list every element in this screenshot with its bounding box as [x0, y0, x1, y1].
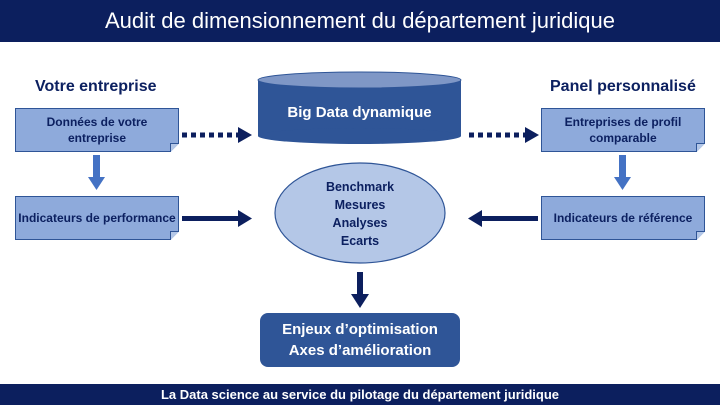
box-label: Entreprises de profil comparable — [564, 114, 682, 145]
result-box-shape — [260, 313, 460, 367]
arrow-down-left — [88, 155, 105, 190]
box-label: Données de votre entreprise — [46, 114, 148, 145]
result-box: Enjeux d’optimisation Axes d’amélioratio… — [260, 313, 460, 367]
arrow-down-center — [351, 272, 369, 308]
right-heading: Panel personnalisé — [550, 78, 696, 95]
ellipse-item: Ecarts — [340, 234, 380, 248]
ellipse-item: Benchmark — [325, 180, 395, 194]
reference-indicators-box: Indicateurs de référence — [541, 196, 705, 240]
ellipse-text: Benchmark Mesures Analyses Ecarts — [280, 175, 440, 253]
comparable-companies-box: Entreprises de profil comparable — [541, 108, 705, 152]
company-data-box: Données de votre entreprise — [15, 108, 179, 152]
performance-indicators-box: Indicateurs de performance — [15, 196, 179, 240]
dotted-arrow-left — [182, 127, 252, 143]
footer-banner: La Data science au service du pilotage d… — [0, 384, 720, 405]
box-label: Indicateurs de performance — [18, 210, 176, 225]
ellipse-item: Mesures — [334, 198, 386, 212]
arrow-right-to-center — [468, 210, 538, 227]
arrow-left-to-center — [182, 210, 252, 227]
page-title: Audit de dimensionnement du département … — [0, 0, 720, 42]
cylinder-shape — [257, 71, 462, 144]
result-line: Axes d’amélioration — [288, 342, 432, 359]
arrow-down-right — [614, 155, 631, 190]
cylinder-label: Big Data dynamique — [287, 103, 432, 121]
result-line: Enjeux d’optimisation — [282, 321, 438, 338]
box-label: Indicateurs de référence — [553, 210, 693, 225]
ellipse-item: Analyses — [332, 216, 388, 230]
left-heading: Votre entreprise — [35, 78, 157, 95]
dotted-arrow-right — [469, 127, 539, 143]
analysis-ellipse — [274, 162, 446, 264]
